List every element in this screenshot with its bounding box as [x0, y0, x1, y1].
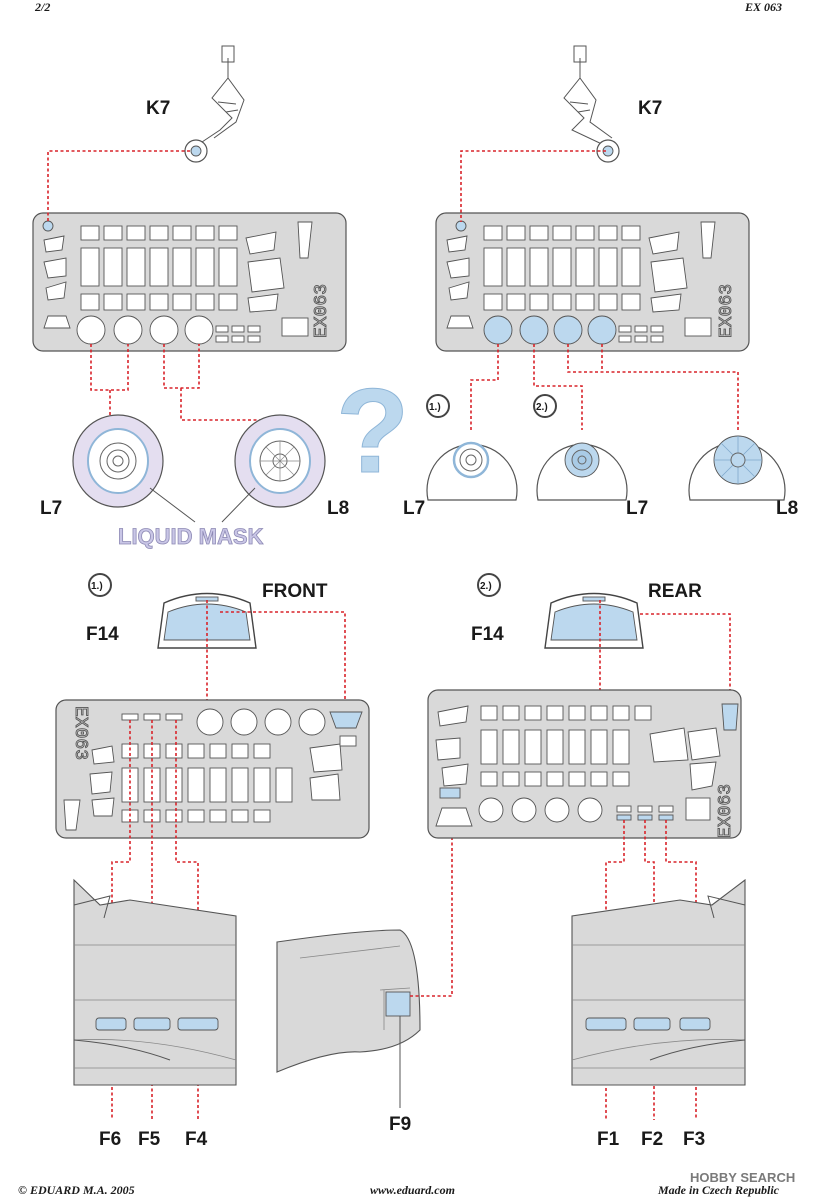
- fret-etch-bottom-right: EX063: [716, 784, 736, 838]
- svg-text:2.): 2.): [536, 402, 548, 413]
- wheel-l8-liquid: [234, 414, 326, 508]
- step1-badge-bottom: 1.): [88, 573, 112, 597]
- fuselage-middle: [276, 929, 421, 1073]
- front-windshield-leader: [206, 600, 346, 716]
- wheel-l8-painted: [688, 435, 786, 501]
- l7-label-left: L7: [40, 498, 62, 519]
- watermark: HOBBY SEARCH: [690, 1170, 795, 1185]
- f1-label: F1: [597, 1129, 620, 1150]
- k7-leader-right: [460, 150, 606, 222]
- l7-leader-left: [90, 344, 129, 440]
- fret-etch-bottom-left: EX063: [70, 706, 90, 760]
- rear-label: REAR: [648, 581, 702, 602]
- made-in: Made in Czech Republic: [657, 1183, 780, 1197]
- step2-badge-bottom: 2.): [477, 573, 501, 597]
- fuselage-right: [571, 878, 746, 1086]
- f3-label: F3: [683, 1129, 705, 1150]
- svg-text:2.): 2.): [480, 581, 492, 592]
- step1-badge-top: 1.): [426, 394, 450, 418]
- k7-leader-left: [47, 150, 190, 222]
- f6-label: F6: [99, 1129, 121, 1150]
- windshield-rear: [544, 592, 644, 649]
- svg-text:1.): 1.): [429, 402, 441, 413]
- liquid-mask-pointer: [149, 487, 256, 523]
- l8-label-right: L8: [776, 498, 798, 519]
- l8-leader-left: [163, 344, 281, 440]
- fret-top-left: EX063: [32, 212, 347, 352]
- wheel-l7-liquid: [72, 414, 164, 508]
- fret-bottom-left: EX063: [55, 699, 370, 839]
- front-label: FRONT: [262, 581, 328, 602]
- f4-label: F4: [185, 1129, 208, 1150]
- step2-badge-top: 2.): [533, 394, 557, 418]
- copyright: © EDUARD M.A. 2005: [18, 1183, 135, 1197]
- l8-leader-right: [567, 344, 739, 430]
- svg-text:1.): 1.): [91, 581, 103, 592]
- k7-label-left: K7: [146, 98, 170, 119]
- question-mark: ?: [336, 364, 409, 498]
- k7-strut-left: [184, 45, 245, 163]
- fret-bottom-right: EX063: [427, 689, 742, 839]
- l7-label-b: L7: [626, 498, 648, 519]
- page-number: 2/2: [34, 0, 50, 14]
- fuselage-left: [73, 878, 237, 1086]
- fret-etch-left: EX063: [312, 284, 332, 338]
- k7-strut-right: [563, 45, 620, 163]
- wheel-l7-step1: [426, 441, 518, 501]
- sheet-code: EX 063: [744, 0, 782, 14]
- fret-top-right: EX063: [435, 212, 750, 352]
- f2-leader: [644, 820, 655, 1120]
- f2-label: F2: [641, 1129, 663, 1150]
- k7-label-right: K7: [638, 98, 662, 119]
- l7-label-a: L7: [403, 498, 425, 519]
- f9-label: F9: [389, 1114, 411, 1135]
- f9-leader: [410, 796, 453, 997]
- liquid-mask-label: LIQUID MASK: [118, 524, 264, 549]
- f14-label-rear: F14: [471, 624, 504, 645]
- step1-leader: [470, 344, 499, 430]
- l8-label-left: L8: [327, 498, 349, 519]
- f14-label-front: F14: [86, 624, 119, 645]
- fret-etch-right: EX063: [717, 284, 737, 338]
- f5-label: F5: [138, 1129, 161, 1150]
- step2-leader: [533, 344, 583, 430]
- website: www.eduard.com: [370, 1183, 455, 1197]
- wheel-l7-step2: [536, 442, 628, 501]
